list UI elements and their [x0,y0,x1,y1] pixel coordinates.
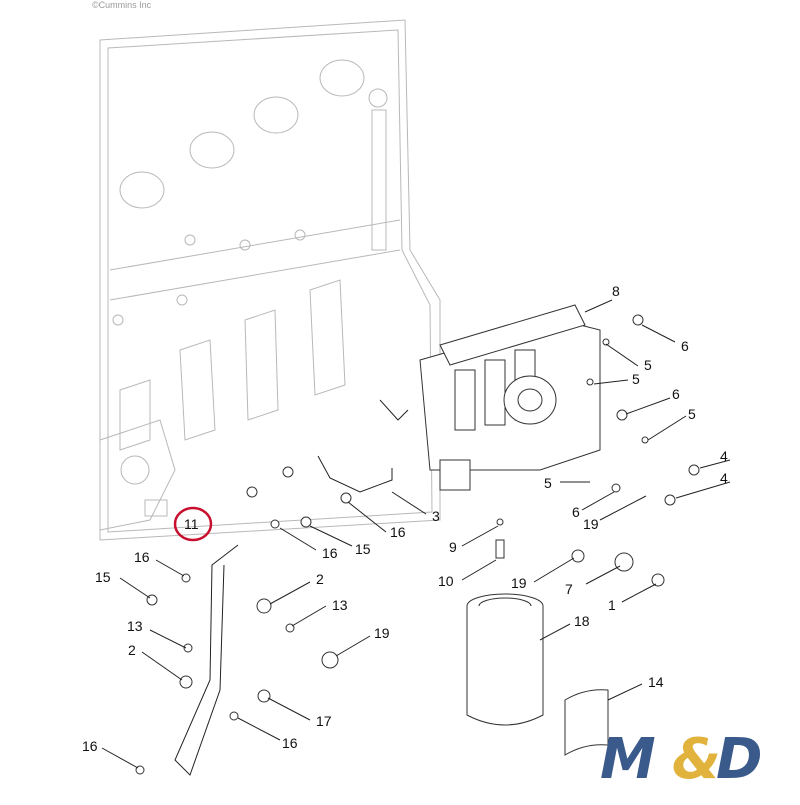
brand-letter-amp: & [672,727,721,786]
oil-pump [99,419,176,531]
callout-label: 3 [432,508,440,524]
callout-label: 19 [374,625,390,641]
callout-label: 15 [95,569,111,585]
cylinder-ports [119,59,388,209]
callout-label: 19 [511,575,527,591]
copyright-notice: ©Cummins Inc [92,0,152,10]
callout-label: 16 [134,549,150,565]
callout-label: 6 [672,386,680,402]
callout-label: 7 [565,581,573,597]
callout-label: 18 [574,613,590,629]
callout-label: 16 [282,735,298,751]
callout-label: 5 [688,406,696,422]
callout-label: 2 [128,642,136,658]
callout-label: 15 [355,541,371,557]
callout-label: 19 [583,516,599,532]
oil-filter [466,593,544,726]
brand-letter-m: M [600,727,656,786]
callout-label: 13 [332,597,348,613]
highlight-circle [173,506,213,542]
callout-label: 13 [127,618,143,634]
callout-label: 5 [644,357,652,373]
brand-logo: M & D [600,727,762,786]
callout-label: 5 [544,475,552,491]
callout-label: 14 [648,674,664,690]
callout-label: 5 [632,371,640,387]
block-ribs [109,109,401,451]
callout-label: 2 [316,571,324,587]
callout-label: 16 [322,545,338,561]
oil-cooler-assembly [419,304,601,491]
callout-label: 1 [608,597,616,613]
brand-letter-d: D [716,727,762,786]
callout-label: 6 [572,504,580,520]
leader-lines [101,299,731,769]
callout-label: 9 [449,539,457,555]
engine-block [99,19,441,541]
callout-label: 8 [612,283,620,299]
oil-tubes [174,399,409,776]
callout-label: 6 [681,338,689,354]
callout-labels: 8 6 5 5 6 5 4 4 5 6 19 3 16 11 16 15 9 1… [82,283,728,754]
callout-label: 16 [82,738,98,754]
filter-shield [564,689,609,756]
callout-label: 4 [720,470,728,486]
callout-label-highlighted: 11 [184,516,199,532]
callout-label: 17 [316,713,332,729]
callout-label: 4 [720,448,728,464]
callout-label: 16 [390,524,406,540]
hardware-parts [135,314,700,775]
callout-label: 10 [438,573,454,589]
